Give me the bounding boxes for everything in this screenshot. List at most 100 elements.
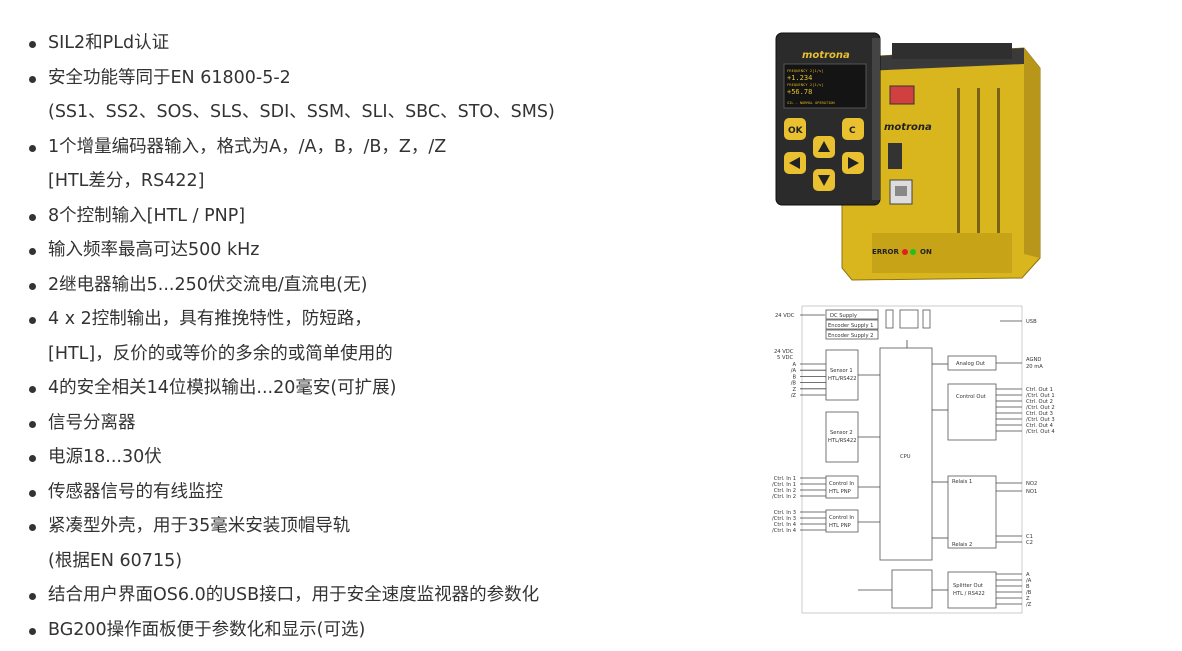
display-value2: +56.78	[787, 88, 812, 96]
splitter-signal-label: /A	[1026, 578, 1032, 584]
control-out-signal-label: Ctrl. Out 4	[1026, 423, 1054, 429]
error-led-icon	[902, 249, 908, 255]
feature-text: BG200操作面板便于参数化和显示(可选)	[48, 619, 366, 640]
block-diagram: 24 VDC DC Supply Encoder Supply 1 Encode…	[772, 305, 1055, 614]
encoder-signal-label: B	[792, 374, 796, 380]
control-out-signal-label: /Ctrl. Out 2	[1026, 405, 1055, 411]
feature-list: SIL2和PLd认证安全功能等同于EN 61800-5-2 (SS1、SS2、SO…	[26, 26, 746, 647]
no1-label: NO1	[1026, 489, 1037, 495]
control-out-label: Control Out	[956, 394, 986, 400]
housing-brand: motrona	[884, 122, 932, 133]
control-in-signal-label: /Ctrl. In 2	[772, 494, 796, 500]
feature-item: 安全功能等同于EN 61800-5-2 (SS1、SS2、SOS、SLS、SDI、…	[26, 61, 746, 130]
on-label: ON	[920, 248, 932, 256]
relais1-label: Relais 1	[952, 479, 972, 485]
display-status: SIL - NORMAL OPERATION	[787, 101, 835, 105]
feature-item: 4的安全相关14位模拟输出...20毫安(可扩展)	[26, 371, 746, 406]
no2-label: NO2	[1026, 481, 1037, 487]
feature-item: 1个增量编码器输入，格式为A，/A，B，/B，Z，/Z [HTL差分，RS422]	[26, 130, 746, 199]
feature-text: 4 x 2控制输出，具有推挽特性，防短路，	[48, 309, 372, 329]
feature-item: SIL2和PLd认证	[26, 26, 746, 61]
cpu-label: CPU	[900, 454, 911, 460]
c-button[interactable]	[842, 118, 864, 140]
splitter-signal-label: Z	[1026, 596, 1030, 602]
encoder-signal-label: Z	[792, 387, 796, 393]
control-out-signal-label: Ctrl. Out 2	[1026, 399, 1053, 405]
c2-label: C2	[1026, 540, 1033, 546]
agnd-label: AGND	[1026, 357, 1041, 363]
feature-text-continued: (SS1、SS2、SOS、SLS、SDI、SSM、SLI、SBC、STO、SMS…	[48, 102, 555, 122]
splitter-type: HTL / RS422	[953, 591, 985, 597]
feature-text: 8个控制输入[HTL / PNP]	[48, 205, 246, 226]
feature-text-continued: [HTL]，反价的或等价的多余的或简单使用的	[48, 343, 393, 364]
v5-label: 5 VDC	[777, 355, 793, 361]
feature-text: 信号分离器	[48, 412, 136, 433]
arrow-up-icon	[818, 141, 830, 152]
c1-label: C1	[1026, 534, 1033, 540]
feature-item: 输入频率最高可达500 kHz	[26, 233, 746, 268]
feature-item: 信号分离器	[26, 406, 746, 441]
ma20-label: 20 mA	[1026, 364, 1043, 370]
sensor1-label: Sensor 1	[830, 368, 853, 374]
encoder-signal-label: A	[792, 362, 796, 368]
sensor2-type: HTL/RS422	[828, 438, 857, 444]
display-line2: FREQUENCY 2[1/s]	[787, 82, 824, 87]
ok-button-label: OK	[788, 126, 804, 136]
error-label: ERROR	[872, 248, 900, 256]
splitter-signal-label: A	[1026, 572, 1030, 578]
feature-text: 电源18...30伏	[48, 447, 162, 467]
feature-text: SIL2和PLd认证	[48, 33, 170, 53]
control-out-signal-label: /Ctrl. Out 1	[1026, 393, 1055, 399]
feature-text: 传感器信号的有线监控	[48, 481, 223, 502]
ok-button[interactable]	[784, 118, 806, 140]
feature-item: 结合用户界面OS6.0的USB接口，用于安全速度监视器的参数化	[26, 578, 746, 613]
splitter-signal-label: B	[1026, 584, 1030, 590]
dc-supply-label: DC Supply	[830, 313, 857, 319]
encoder-signal-label: /A	[791, 368, 797, 374]
control-in-signal-label: /Ctrl. In 1	[772, 482, 796, 488]
control-in2-type: HTL PNP	[829, 523, 851, 529]
sensor2-label: Sensor 2	[830, 430, 853, 436]
control-out-signal-label: Ctrl. Out 1	[1026, 387, 1053, 393]
control-in-signal-label: /Ctrl. In 4	[772, 528, 797, 534]
sensor1-type: HTL/RS422	[828, 376, 857, 382]
feature-text: 紧凑型外壳，用于35毫米安装顶帽导轨	[48, 516, 351, 536]
feature-item: 电源18...30伏	[26, 440, 746, 475]
analog-out-label: Analog Out	[956, 361, 985, 367]
c-button-label: C	[849, 126, 856, 136]
control-out-signal-label: /Ctrl. Out 4	[1026, 429, 1055, 435]
display-value1: +1.234	[787, 74, 812, 82]
feature-text: 1个增量编码器输入，格式为A，/A，B，/B，Z，/Z	[48, 136, 447, 157]
control-in-signal-label: /Ctrl. In 3	[772, 516, 796, 522]
arrow-right-icon	[848, 157, 859, 169]
control-in-signal-label: Ctrl. In 3	[774, 510, 796, 516]
encoder-supply2-label: Encoder Supply 2	[828, 333, 873, 339]
feature-text-continued: [HTL差分，RS422]	[48, 171, 205, 191]
feature-text: 输入频率最高可达500 kHz	[48, 240, 260, 260]
feature-item: 2继电器输出5...250伏交流电/直流电(无)	[26, 268, 746, 303]
control-out-signal-label: Ctrl. Out 3	[1026, 411, 1053, 417]
control-in-signal-label: Ctrl. In 4	[774, 522, 797, 528]
encoder-signal-label: /B	[791, 381, 797, 387]
feature-item: 8个控制输入[HTL / PNP]	[26, 199, 746, 234]
control-in-signal-label: Ctrl. In 1	[774, 476, 796, 482]
control-out-signal-label: /Ctrl. Out 3	[1026, 417, 1055, 423]
feature-text: 4的安全相关14位模拟输出...20毫安(可扩展)	[48, 378, 397, 398]
v24-label: 24 VDC	[774, 349, 794, 355]
usb-label: USB	[1026, 319, 1037, 325]
feature-item: 传感器信号的有线监控	[26, 475, 746, 510]
feature-text-continued: (根据EN 60715)	[48, 550, 183, 571]
splitter-signal-label: /Z	[1026, 602, 1032, 608]
control-in1-label: Control In	[829, 481, 854, 487]
on-led-icon	[910, 249, 916, 255]
encoder-signal-label: /Z	[791, 393, 797, 399]
display-line1: FREQUENCY 2[1/s]	[787, 68, 824, 73]
splitter-label: Splitter Out	[953, 583, 983, 589]
product-photo: motrona ERROR ON motrona FREQUENCY 2[1/s…	[775, 32, 1041, 281]
splitter-signal-label: /B	[1026, 590, 1032, 596]
feature-text: 安全功能等同于EN 61800-5-2	[48, 67, 291, 88]
control-in-signal-label: Ctrl. In 2	[774, 488, 796, 494]
relais2-label: Relais 2	[952, 542, 972, 548]
control-in1-type: HTL PNP	[829, 489, 851, 495]
arrow-down-icon	[818, 175, 830, 186]
